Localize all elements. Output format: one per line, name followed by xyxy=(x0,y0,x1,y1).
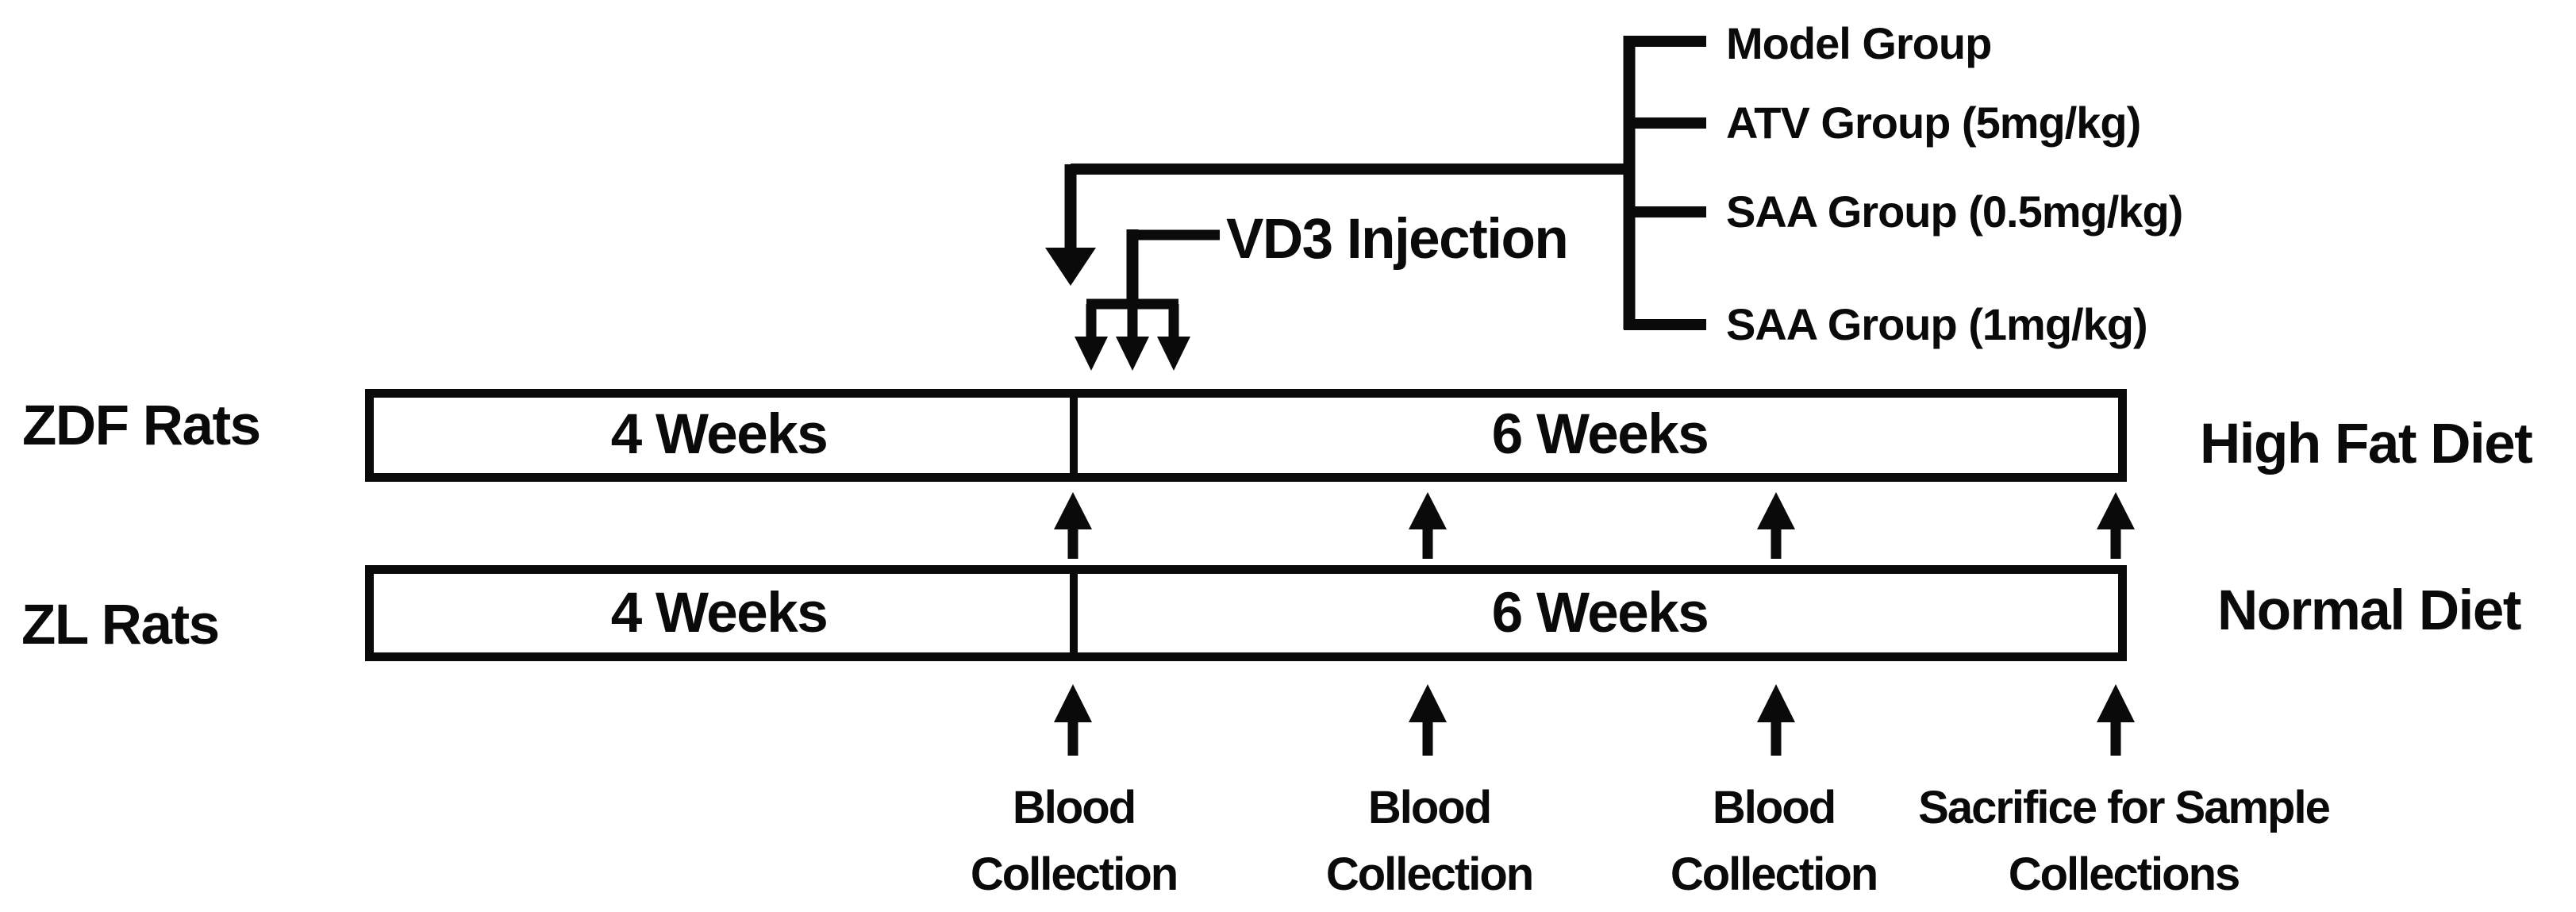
mid-timepoint-arrow-1 xyxy=(1054,492,1092,559)
vd3-injection-label: VD3 Injection xyxy=(1226,208,1569,271)
zl-phase1-label: 4 Weeks xyxy=(610,582,829,645)
bottom-timepoint-arrow-3 xyxy=(1757,684,1795,756)
row-label-zl-rats: ZL Rats xyxy=(21,594,220,656)
mid-timepoint-arrow-2 xyxy=(1409,492,1447,559)
group-label-model: Model Group xyxy=(1726,18,1992,68)
group-label-atv: ATV Group (5mg/kg) xyxy=(1726,98,2141,148)
timepoint-label-sacrifice: Sacrifice for Sample Collections xyxy=(1918,782,2331,900)
mid-timepoint-arrow-3 xyxy=(1757,492,1795,559)
group-bracket xyxy=(1623,36,1706,330)
zdf-timeline-bar xyxy=(365,389,2127,482)
zl-phase2-label: 6 Weeks xyxy=(1491,582,1709,645)
row-label-zdf-rats: ZDF Rats xyxy=(22,394,261,457)
diet-label-high-fat: High Fat Diet xyxy=(2200,413,2533,475)
vd3-triple-arrow xyxy=(1075,229,1190,371)
zl-timeline-bar xyxy=(365,565,2127,661)
bottom-timepoint-arrow-2 xyxy=(1409,684,1447,756)
bottom-timepoint-arrow-4 xyxy=(2097,684,2135,756)
group-label-saa-05: SAA Group (0.5mg/kg) xyxy=(1726,187,2183,237)
zdf-phase1-label: 4 Weeks xyxy=(610,403,829,466)
bottom-timepoint-arrow-1 xyxy=(1054,684,1092,756)
diet-label-normal: Normal Diet xyxy=(2217,579,2521,642)
zdf-phase2-label: 6 Weeks xyxy=(1491,403,1709,466)
timepoint-label-blood-2: Blood Collection xyxy=(1325,782,1534,900)
vd3-single-arrow xyxy=(1045,164,1096,286)
timepoint-label-blood-3: Blood Collection xyxy=(1670,782,1878,900)
group-label-saa-1: SAA Group (1mg/kg) xyxy=(1726,299,2148,349)
timepoint-label-blood-1: Blood Collection xyxy=(970,782,1178,900)
mid-timepoint-arrow-4 xyxy=(2097,492,2135,559)
